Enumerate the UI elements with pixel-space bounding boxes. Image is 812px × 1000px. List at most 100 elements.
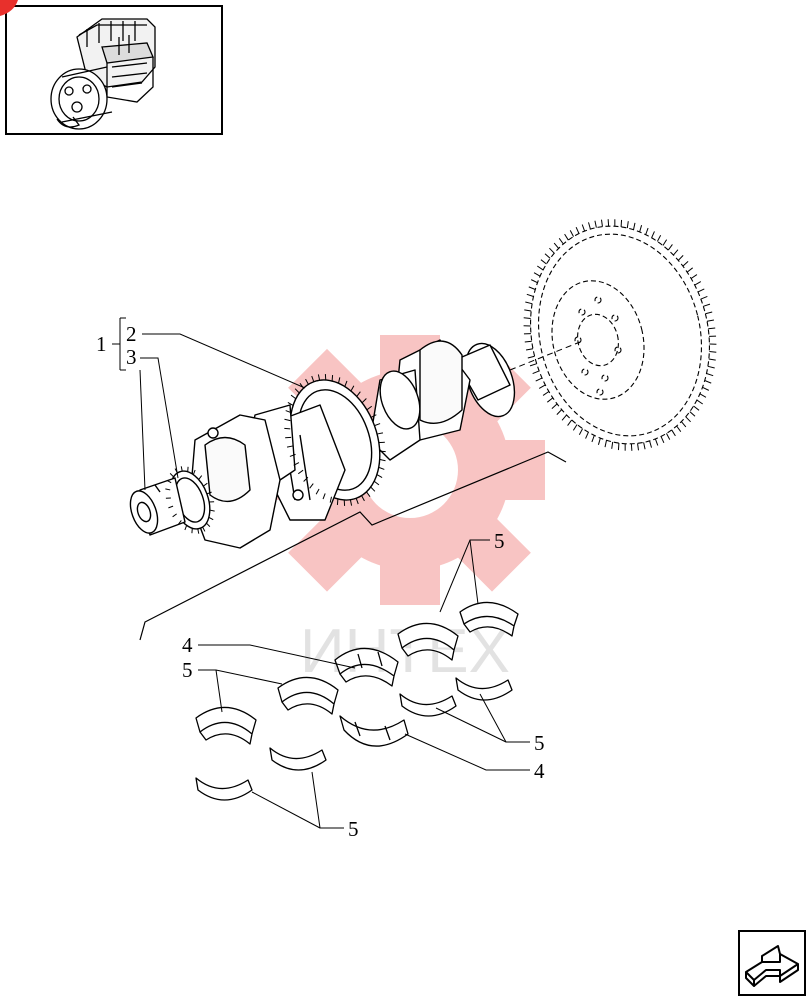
thrust-bearing-lower: [339, 715, 409, 747]
gear-tooth: [597, 437, 601, 445]
gear-tooth: [329, 496, 332, 503]
gear-tooth: [309, 483, 314, 489]
gear-tooth: [523, 317, 531, 319]
gear-tooth: [677, 255, 684, 261]
bearing-shells: [195, 601, 519, 801]
next-page-arrow-icon: [745, 945, 799, 987]
gear-tooth: [706, 373, 714, 377]
gear-tooth: [525, 301, 533, 305]
gear-tooth: [706, 319, 715, 322]
gear-tooth: [349, 499, 353, 506]
gear-tooth: [690, 274, 698, 279]
gear-tooth: [600, 219, 603, 227]
axis-line: [509, 341, 581, 371]
gear-tooth: [355, 498, 359, 505]
gear-tooth: [379, 458, 386, 462]
engine-thumbnail[interactable]: [5, 5, 223, 135]
gear-tooth: [697, 288, 705, 293]
gear-tooth: [168, 505, 174, 509]
gear-tooth: [526, 293, 534, 297]
gear-tooth: [542, 391, 550, 396]
gear-tooth: [569, 230, 574, 237]
gear-tooth: [297, 469, 304, 475]
gear-tooth: [209, 509, 215, 512]
gear-tooth: [527, 355, 535, 359]
gear-tooth: [633, 222, 636, 230]
gear-tooth: [649, 440, 652, 448]
gear-tooth: [532, 370, 540, 375]
gear-tooth: [654, 438, 659, 446]
callout-5-bottom: 5: [348, 817, 359, 841]
gear-tooth: [528, 286, 536, 290]
gear-tooth: [564, 233, 569, 241]
gear-tooth: [285, 410, 292, 414]
gear-tooth: [524, 309, 532, 312]
gear-tooth: [366, 491, 371, 497]
next-page-button[interactable]: [738, 930, 806, 996]
gear-tooth: [651, 231, 655, 238]
gear-tooth: [662, 239, 668, 246]
gear-tooth: [294, 388, 300, 394]
gear-tooth: [689, 411, 696, 417]
gear-tooth: [594, 220, 597, 228]
callout-5-top: 5: [494, 529, 505, 553]
gear-tooth: [350, 385, 355, 392]
gear-tooth: [284, 418, 291, 422]
gear-tooth: [708, 327, 716, 330]
gear-tooth: [376, 474, 383, 478]
gear-tooth: [530, 279, 538, 284]
gear-tooth: [366, 405, 373, 411]
gear-tooth: [671, 429, 676, 437]
front-gear-teeth: [165, 466, 215, 534]
bearing-shell-lower-1: [455, 677, 513, 701]
gear-tooth: [169, 473, 174, 478]
gear-tooth: [696, 399, 703, 405]
gear-tooth: [561, 414, 567, 421]
gear-tooth: [581, 224, 586, 232]
gear-tooth: [656, 235, 662, 242]
gear-tooth: [177, 520, 182, 525]
gear-tooth: [206, 522, 211, 527]
callout-4-left: 4: [182, 633, 193, 657]
gear-tooth: [180, 466, 183, 472]
gear-tooth: [707, 365, 715, 369]
gear-tooth: [538, 384, 546, 389]
gear-tooth: [709, 351, 717, 353]
bearing-shell-upper-3: [277, 676, 339, 705]
gear-tooth: [315, 488, 320, 495]
bearing-shell-upper-2: [397, 622, 459, 651]
gear-tooth: [361, 398, 367, 404]
gear-tooth: [289, 453, 296, 457]
gear-tooth: [682, 261, 689, 267]
gear-tooth: [356, 391, 361, 397]
gear-tooth: [700, 295, 708, 300]
gear-tooth: [546, 397, 554, 403]
gear-tooth: [529, 363, 537, 367]
gear-tooth: [374, 423, 381, 427]
gear-tooth: [704, 380, 712, 384]
gear-tooth: [206, 491, 212, 495]
timing-gear-teeth: [284, 374, 386, 506]
gear-tooth: [626, 221, 629, 229]
gear-tooth: [184, 525, 188, 531]
gear-tooth: [572, 424, 578, 431]
gear-tooth: [524, 340, 532, 343]
gear-tooth: [202, 526, 206, 532]
gear-tooth: [639, 225, 643, 233]
gear-tooth: [540, 259, 547, 265]
gear-tooth: [373, 480, 380, 486]
gear-tooth: [535, 377, 543, 382]
gear-tooth: [685, 416, 691, 423]
bearing-shell-lower-4: [195, 777, 253, 801]
gear-tooth: [694, 281, 702, 286]
gear-tooth: [591, 435, 595, 443]
gear-tooth: [604, 440, 607, 448]
gear-tooth: [370, 414, 377, 418]
flywheel-teeth: [523, 219, 717, 451]
gear-tooth: [286, 445, 294, 448]
gear-tooth: [165, 488, 171, 491]
gear-tooth: [693, 405, 700, 411]
gear-tooth: [703, 303, 711, 307]
gear-tooth: [317, 374, 321, 381]
